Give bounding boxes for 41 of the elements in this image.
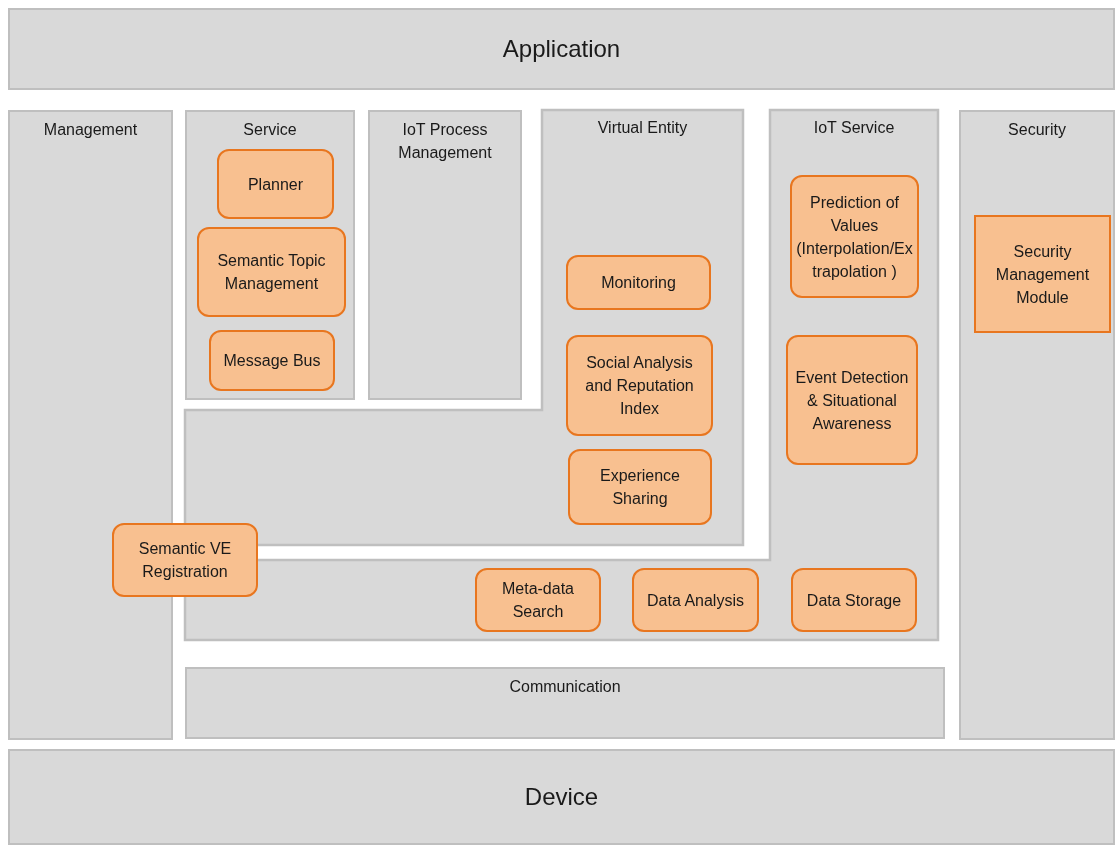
component-label: Experience Sharing: [598, 466, 681, 509]
panel-title: Virtual Entity: [596, 118, 689, 138]
security-panel: [959, 110, 1115, 740]
layer-title: Device: [523, 782, 600, 812]
component-label: Security Management Module: [994, 241, 1091, 308]
component-box: [112, 523, 258, 597]
component-label: Data Storage: [805, 590, 903, 611]
communication-panel: [185, 667, 945, 739]
component-label: Monitoring: [600, 273, 677, 293]
component-box: [475, 568, 601, 632]
component-label: Prediction of Values (Interpolation/Extrapolation ): [795, 192, 914, 282]
layer-title: Application: [501, 34, 622, 64]
component-box: [566, 255, 711, 310]
panel-title: Service: [242, 120, 298, 140]
panel-title: Management: [42, 120, 139, 140]
component-box: [566, 335, 713, 436]
component-label: Data Analysis: [646, 590, 745, 611]
component-label: Event Detection & Situational Awareness: [794, 367, 910, 434]
component-label: Planner: [246, 174, 305, 195]
component-box: [632, 568, 759, 632]
panel-title: IoT Service: [812, 118, 896, 138]
component-box: [209, 330, 335, 391]
panel-title: Security: [1007, 120, 1067, 140]
component-box: [786, 335, 918, 465]
component-box: [791, 568, 917, 632]
component-label: Semantic VE Registration: [137, 539, 233, 582]
panel-title: IoT Process Management: [397, 120, 493, 163]
layer-band: [8, 749, 1115, 845]
component-label: Social Analysis and Reputation Index: [584, 353, 695, 419]
component-box: [974, 215, 1111, 333]
component-label: Message Bus: [222, 351, 322, 371]
service-panel: [185, 110, 355, 400]
component-box: [217, 149, 334, 219]
layer-band: [8, 8, 1115, 90]
panel-title: Communication: [508, 677, 622, 697]
component-label: Meta-data Search: [500, 579, 575, 622]
component-box: [790, 175, 919, 298]
component-label: Semantic Topic Management: [216, 251, 327, 294]
process-panel: [368, 110, 522, 400]
component-box: [568, 449, 712, 525]
component-box: [197, 227, 346, 317]
